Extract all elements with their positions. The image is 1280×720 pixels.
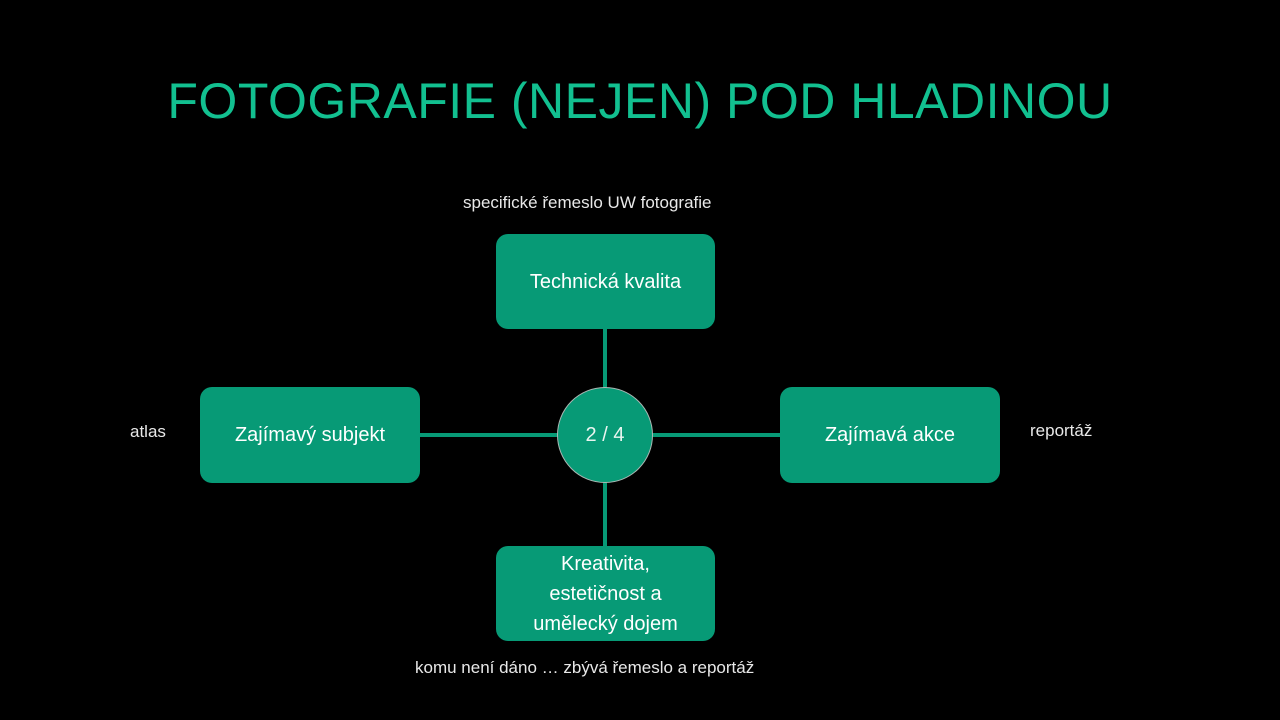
box-interesting-action: Zajímavá akce: [780, 387, 1000, 483]
slide-title: FOTOGRAFIE (NEJEN) POD HLADINOU: [167, 73, 1113, 129]
note-bottom: komu není dáno … zbývá řemeslo a reportá…: [415, 658, 755, 677]
box-creativity-line-2: estetičnost a: [549, 582, 662, 605]
note-left: atlas: [130, 422, 166, 441]
center-circle: 2 / 4: [557, 387, 653, 483]
box-interesting-action-label: Zajímavá akce: [824, 424, 956, 446]
box-interesting-subject: Zajímavý subjekt: [200, 387, 420, 483]
box-creativity-line-1: Kreativita,: [561, 552, 650, 575]
note-right: reportáž: [1030, 421, 1093, 440]
note-top: specifické řemeslo UW fotografie: [463, 193, 712, 212]
box-creativity: Kreativita, estetičnost a umělecký dojem: [496, 546, 715, 641]
connector-top: [603, 328, 607, 390]
box-technical-quality-label: Technická kvalita: [529, 270, 682, 293]
center-label: 2 / 4: [585, 423, 625, 446]
connector-left: [418, 433, 560, 437]
connector-right: [650, 433, 782, 437]
connector-bottom: [603, 481, 607, 548]
box-technical-quality: Technická kvalita: [496, 234, 715, 329]
box-creativity-line-3: umělecký dojem: [533, 612, 678, 635]
box-interesting-subject-label: Zajímavý subjekt: [234, 424, 386, 446]
